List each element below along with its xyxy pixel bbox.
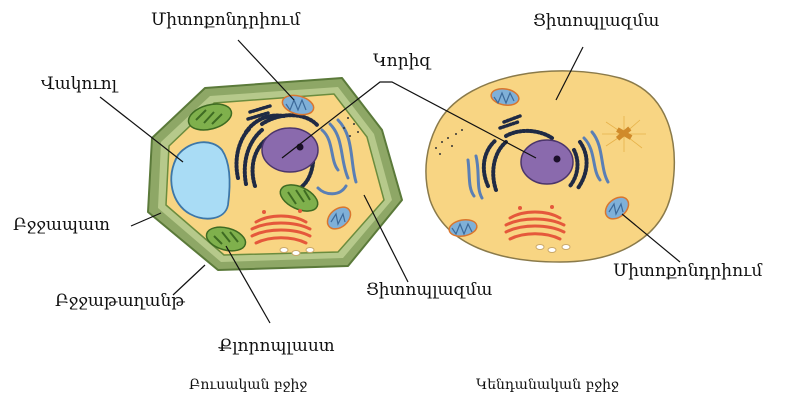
vacuole-shape [171,142,229,218]
label-chloroplast: Քլորոպլաստ [218,338,335,355]
label-cytoplasm-animal: Ցիտոպլազմա [533,13,659,30]
caption-animal-cell: Կենդանական բջիջ [476,378,619,392]
animal-cell [426,71,674,262]
label-vacuole: Վակուոլ [41,76,117,93]
label-nucleus: Կորիզ [373,53,431,70]
label-cell-wall: Բջջապատ [13,217,110,234]
label-mitochondrion-animal: Միտոքոնդրիում [613,263,762,280]
plant-cell [148,78,402,270]
animal-nucleus [521,140,573,184]
plant-nucleus [262,128,318,172]
animal-nucleolus [554,156,561,163]
label-cell-membrane: Բջջաթաղանթ [55,293,185,310]
caption-plant-cell: Բուսական բջիջ [189,378,307,392]
label-mitochondrion-plant: Միտոքոնդրիում [151,12,300,29]
label-cytoplasm-plant: Ցիտոպլազմա [366,282,492,299]
